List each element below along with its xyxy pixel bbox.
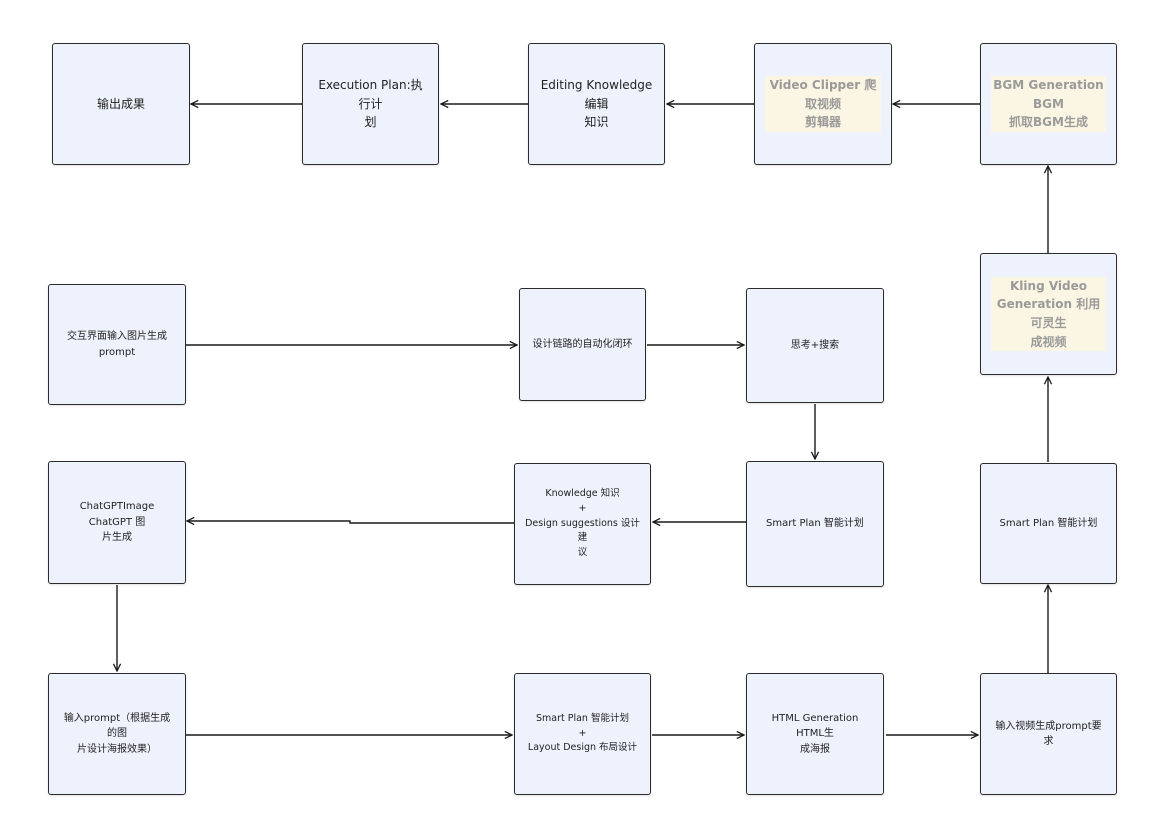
node-video-clipper[interactable]: Video Clipper 爬取视频 剪辑器 (754, 43, 892, 165)
node-video-prompt[interactable]: 输入视频生成prompt要求 (980, 673, 1117, 795)
node-kling-video[interactable]: Kling Video Generation 利用可灵生 成视频 (980, 253, 1117, 375)
video-clipper-label: Video Clipper 爬取视频 剪辑器 (765, 76, 881, 132)
node-interactive-input[interactable]: 交互界面输入图片生成 prompt (48, 284, 186, 405)
node-design-loop[interactable]: 设计链路的自动化闭环 (519, 288, 646, 401)
node-input-prompt[interactable]: 输入prompt（根据生成的图 片设计海报效果） (48, 673, 186, 795)
node-execution-plan[interactable]: Execution Plan:执行计 划 (302, 43, 439, 165)
node-smart-plan-layout[interactable]: Smart Plan 智能计划 + Layout Design 布局设计 (514, 673, 651, 795)
node-chatgpt-image[interactable]: ChatGPTImage ChatGPT 图 片生成 (48, 461, 186, 584)
node-html-generation[interactable]: HTML Generation HTML生 成海报 (746, 673, 884, 795)
node-knowledge-design[interactable]: Knowledge 知识 + Design suggestions 设计建 议 (514, 463, 651, 585)
node-think-search[interactable]: 思考+搜索 (746, 288, 884, 403)
node-editing-knowledge[interactable]: Editing Knowledge 编辑 知识 (528, 43, 665, 165)
bgm-generation-label: BGM Generation BGM 抓取BGM生成 (991, 76, 1106, 132)
node-bgm-generation[interactable]: BGM Generation BGM 抓取BGM生成 (980, 43, 1117, 165)
node-smart-plan-right[interactable]: Smart Plan 智能计划 (980, 463, 1117, 584)
node-output[interactable]: 输出成果 (52, 43, 190, 165)
edge-knowledge-to-chatgpt (187, 521, 514, 523)
kling-video-label: Kling Video Generation 利用可灵生 成视频 (991, 276, 1106, 352)
node-smart-plan-mid[interactable]: Smart Plan 智能计划 (746, 461, 884, 587)
